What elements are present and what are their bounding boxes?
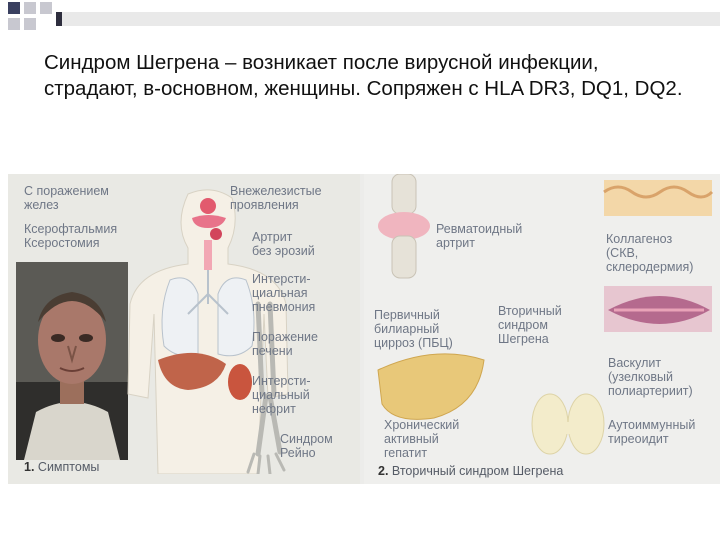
corner-squares-decoration: [8, 2, 52, 30]
label-vasculitis: Васкулит (узелковый полиартериит): [608, 356, 693, 398]
secondary-syndrome-panel: Ревматоидный артрит Коллагеноз (СКВ, скл…: [364, 174, 720, 484]
label-kseroftalmia: Ксерофтальмия: [24, 222, 118, 236]
eye-gland-icon: [200, 198, 216, 214]
caption-secondary-text: Вторичный синдром Шегрена: [391, 464, 564, 478]
label-extraglandular-heading: Внежелезистые проявления: [230, 184, 322, 212]
label-raynaud: Синдром Рейно: [280, 432, 333, 460]
label-nephritis: Интерсти- циальный нефрит: [252, 374, 311, 416]
knee-joint-icon: [378, 174, 430, 279]
vessel-icon: [604, 286, 712, 332]
caption-secondary: 2. Вторичный синдром Шегрена: [378, 464, 563, 478]
label-thyroiditis: Аутоиммунный тиреоидит: [608, 418, 696, 446]
thyroid-icon: [531, 393, 605, 455]
label-glands-heading: С поражением желез: [24, 184, 109, 212]
arm-bones-icon: [255, 301, 283, 457]
symptoms-panel: С поражением желез Ксерофтальмия Ксерост…: [8, 174, 360, 484]
caption-secondary-number: 2.: [378, 464, 389, 478]
label-rheumatoid-arthritis: Ревматоидный артрит: [436, 222, 523, 250]
label-hepatitis: Хронический активный гепатит: [384, 418, 460, 460]
patient-photo: [16, 262, 128, 460]
caption-symptoms-text: Симптомы: [37, 460, 100, 474]
secondary-illustrations: [377, 174, 714, 455]
label-arthritis: Артрит без эрозий: [252, 230, 315, 258]
intro-text: Синдром Шегрена – возникает после вирусн…: [44, 51, 683, 100]
label-secondary-center: Вторичный синдром Шегрена: [498, 304, 562, 346]
label-collagenosis: Коллагеноз (СКВ, склеродермия): [606, 232, 694, 274]
label-pneumonia: Интерсти- циальная пневмония: [252, 272, 316, 314]
caption-symptoms-number: 1.: [24, 460, 35, 474]
label-kserostomia: Ксеростомия: [24, 236, 100, 250]
illustration-figure: С поражением желез Ксерофтальмия Ксерост…: [8, 174, 720, 484]
label-liver: Поражение печени: [252, 330, 318, 358]
label-pbc: Первичный билиарный цирроз (ПБЦ): [374, 308, 453, 350]
kidney-icon: [228, 364, 252, 400]
caption-symptoms: 1. Симптомы: [24, 460, 99, 474]
liver-icon: [158, 352, 226, 390]
title-bar-decoration: [56, 12, 720, 26]
body-figure: [127, 189, 289, 474]
liver-icon-right: [377, 353, 485, 420]
skin-tissue-icon: [603, 180, 714, 216]
